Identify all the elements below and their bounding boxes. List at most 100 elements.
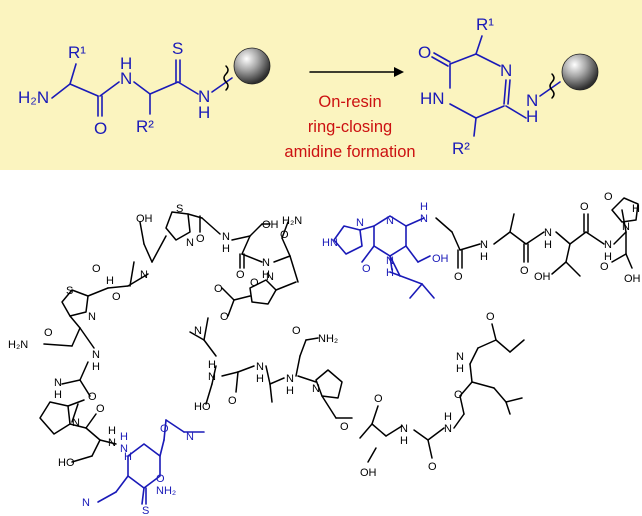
br-label-0: OH	[360, 467, 377, 479]
resin-linker-wavy-right	[549, 73, 555, 99]
left-label-26: N	[54, 377, 62, 389]
tr-label-18: H	[604, 251, 612, 263]
reactant-r2-label: R²	[136, 117, 154, 136]
left-label-21: H₂N	[8, 339, 28, 351]
left-label-39: H	[286, 385, 294, 397]
macrocycle-left-labels: OH O S N H N O OH H₂N O N H O N O N S O …	[8, 203, 349, 469]
left-label-31: O	[220, 311, 229, 323]
reactant-amide-n-label: N	[120, 69, 132, 88]
left-blue-label-ring-n2: O	[156, 473, 165, 485]
left-label-13: N	[266, 271, 274, 283]
tr-label-23: O	[604, 191, 613, 203]
tr-label-22: OH	[624, 273, 641, 285]
tr-label-4: H	[420, 201, 428, 213]
macrocycle-top-right-labels: HN N N N H O N H OH O N H O N H OH O N H…	[322, 191, 641, 285]
left-label-1: O	[196, 233, 205, 245]
resin-linker-wavy-left	[223, 65, 229, 91]
tr-label-1: N	[356, 217, 364, 229]
reactant-thio-s-label: S	[172, 39, 183, 58]
left-label-27: H	[54, 389, 62, 401]
left-blue-label-n: N	[120, 443, 128, 455]
left-label-20: H	[106, 275, 114, 287]
product-r1-label: R¹	[476, 15, 494, 34]
left-label-4: H	[222, 243, 230, 255]
tr-label-19: N	[622, 221, 630, 233]
reactant-structure: H₂N R¹ O N H R² S N H	[18, 39, 271, 138]
left-blue-label-ring-n: H	[124, 451, 132, 463]
left-label-22: O	[44, 327, 53, 339]
br-label-2: N	[400, 423, 408, 435]
left-label-29: O	[96, 403, 105, 415]
reactant-carbonyl-o-label: O	[94, 119, 107, 138]
left-label-12: O	[250, 277, 259, 289]
macrocycle-top-right-black	[435, 197, 639, 277]
reaction-arrow	[309, 67, 404, 77]
tr-label-8: OH	[432, 253, 449, 265]
left-label-25: O	[88, 391, 97, 403]
left-label-6: O	[236, 269, 245, 281]
left-label-44: O	[340, 421, 349, 433]
left-label-24: H	[92, 361, 100, 373]
tr-label-20: H	[632, 203, 640, 215]
macrocycle-top-right-blue	[333, 215, 435, 299]
left-label-18: N	[88, 311, 96, 323]
tr-label-12: O	[520, 265, 529, 277]
reactant-amide-h-label: H	[120, 54, 132, 73]
condition-line-3: amidine formation	[284, 143, 415, 161]
left-label-33: H	[208, 359, 216, 371]
left-label-17: O	[112, 291, 121, 303]
left-label-5: N	[186, 237, 194, 249]
left-label-9: O	[280, 229, 289, 241]
left-label-41: O	[292, 325, 301, 337]
tr-label-16: O	[580, 201, 589, 213]
left-label-35: O	[228, 395, 237, 407]
left-label-7: OH	[262, 219, 279, 231]
left-blue-label-nh2: N	[186, 431, 194, 443]
left-label-37: N	[256, 361, 264, 373]
product-carbonyl-o-label: O	[418, 43, 431, 62]
reactant-thioamide-n-label: N	[198, 87, 210, 106]
left-label-40: HO	[194, 401, 211, 413]
left-blue-label-ring-h: NH₂	[156, 485, 176, 497]
left-label-32: HO	[58, 457, 75, 469]
left-label-2: S	[176, 203, 183, 215]
left-label-34: N	[208, 371, 216, 383]
chain-bottom-right-labels: OH O N H O N H O N H O	[360, 311, 495, 479]
left-label-38: N	[286, 373, 294, 385]
product-exo-h-label: H	[526, 107, 538, 126]
macrocycle-left-blue-labels: H N O N H O NH₂ N S	[82, 423, 194, 516]
left-blue-label-o: O	[160, 423, 169, 435]
br-label-4: O	[428, 461, 437, 473]
product-structure: R¹ O N HN R² N H	[418, 15, 599, 158]
br-label-9: H	[456, 363, 464, 375]
left-label-28: N	[72, 417, 80, 429]
tr-label-2: N	[386, 215, 394, 227]
br-label-5: N	[444, 423, 452, 435]
tr-label-17: N	[604, 239, 612, 251]
left-label-11: H	[262, 269, 270, 281]
br-label-6: H	[444, 411, 452, 423]
reaction-panel	[0, 0, 642, 170]
left-label-23: N	[92, 349, 100, 361]
left-label-46: H	[108, 425, 116, 437]
left-label-36: NH₂	[318, 333, 338, 345]
left-label-0: OH	[136, 213, 153, 225]
br-label-7: O	[454, 389, 463, 401]
resin-bead-icon-right	[561, 53, 599, 91]
br-label-3: H	[400, 435, 408, 447]
macrocycle-left-pyrazinone	[97, 419, 205, 505]
product-r2-label: R²	[452, 139, 470, 158]
tr-label-9: O	[454, 271, 463, 283]
reactant-thioamide-h-label: H	[198, 103, 210, 122]
left-label-15: N	[140, 269, 148, 281]
tr-label-11: H	[480, 251, 488, 263]
br-label-1: O	[374, 393, 383, 405]
left-label-45: N	[108, 437, 116, 449]
tr-label-6: N	[386, 255, 394, 267]
chain-bottom-right-black	[359, 323, 525, 463]
left-label-43: H	[256, 373, 264, 385]
br-label-8: N	[456, 351, 464, 363]
left-blue-label-h: H	[120, 431, 128, 443]
left-label-8: H₂N	[282, 215, 302, 227]
